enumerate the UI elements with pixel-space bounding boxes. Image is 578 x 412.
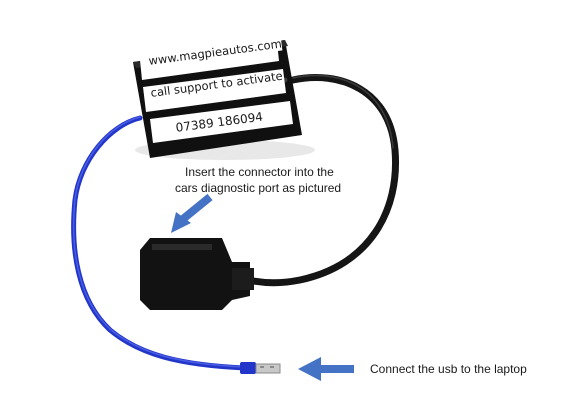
connector-instruction: Insert the connector into the cars diagn…	[175, 164, 341, 196]
obd-cable	[244, 74, 400, 287]
obd-connector	[140, 238, 254, 310]
connector-instruction-line2: cars diagnostic port as pictured	[175, 181, 342, 195]
obd-cable-highlight	[292, 74, 394, 149]
usb-cable-highlight	[72, 116, 246, 368]
arrow-to-connector	[171, 193, 213, 233]
arrow-to-usb	[298, 357, 354, 381]
connector-instruction-line1: Insert the connector into the	[185, 165, 334, 179]
usb-plug	[240, 362, 281, 374]
usb-instruction: Connect the usb to the laptop	[370, 362, 527, 376]
